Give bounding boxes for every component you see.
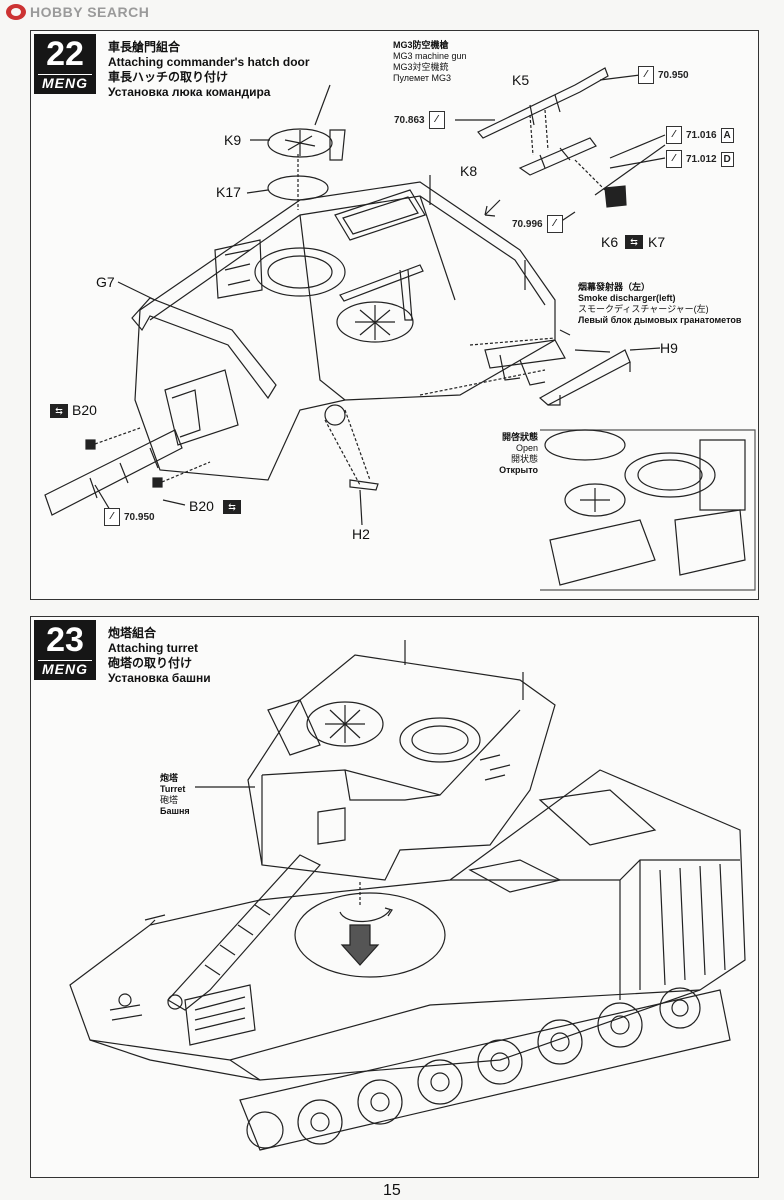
open-state-label: 開啓狀態 Open 開状態 Открыто (482, 432, 538, 476)
mg3-part-outline (477, 67, 609, 139)
turret-label-en: Turret (160, 784, 186, 794)
k9-hatch (267, 128, 333, 158)
paint-callout: ⁄ 70.950 (104, 508, 155, 526)
smoke-label-zh: 烟幕發射器（左） (578, 282, 651, 292)
step-22-title-en: Attaching commander's hatch door (108, 55, 310, 69)
hull-outline (69, 769, 746, 1081)
paint-code: 71.012 (686, 153, 717, 165)
paint-letter: D (720, 151, 734, 167)
turret-outline (134, 181, 556, 481)
step-22-title-ja: 車長ハッチの取り付け (108, 70, 229, 84)
turret-label-ja: 砲塔 (160, 795, 179, 805)
h2-handle (349, 479, 379, 491)
open-label-zh: 開啓狀態 (501, 432, 538, 442)
part-k5: K5 (512, 72, 530, 88)
step-22-title-ru: Установка люка командира (108, 85, 271, 99)
paint-callout: 70.996 ⁄ (512, 215, 563, 233)
step-22-title-zh: 車長艙門組合 (108, 40, 181, 54)
open-label-ru: Открыто (499, 465, 538, 475)
paint-code: 70.863 (394, 114, 425, 126)
part-k17: K17 (216, 184, 241, 200)
paint-callout: 70.863 ⁄ (394, 111, 445, 129)
gun-barrel (44, 429, 183, 516)
step-23-panel (30, 616, 759, 1178)
paint-callout: ⁄ 71.012 D (666, 150, 734, 168)
glue-icon: ⇆ (625, 235, 643, 249)
paint-code: 70.996 (512, 218, 543, 230)
glue-icon: ⇆ (223, 500, 241, 514)
smoke-discharger-label: 烟幕發射器（左） Smoke discharger(left) スモークディスチ… (578, 282, 741, 326)
paint-code: 70.950 (124, 511, 155, 523)
mg3-label-ja: MG3対空機銃 (393, 62, 449, 72)
part-k8: K8 (460, 163, 478, 179)
brush-icon: ⁄ (546, 215, 563, 233)
smoke-label-en: Smoke discharger(left) (578, 293, 676, 303)
brush-icon: ⁄ (428, 111, 445, 129)
step-23-title-zh: 炮塔組合 (108, 626, 157, 640)
brush-icon: ⁄ (104, 508, 120, 526)
step-23-title: 炮塔組合 Attaching turret 砲塔の取り付け Установка … (108, 626, 211, 686)
hobby-search-logo-icon (6, 4, 26, 20)
step-22-panel (30, 30, 759, 600)
watermark: HOBBY SEARCH (6, 4, 149, 20)
part-h2: H2 (352, 526, 370, 542)
gun-barrel-23 (167, 854, 321, 1011)
step-22-title: 車長艙門組合 Attaching commander's hatch door … (108, 40, 310, 100)
brush-icon: ⁄ (638, 66, 654, 84)
smoke-discharger-outline (484, 339, 566, 369)
paint-callout: ⁄ 71.016 A (666, 126, 734, 144)
paint-callout: ⁄ 70.950 (638, 66, 689, 84)
part-k7: K7 (648, 234, 666, 250)
part-b20: B20 (72, 402, 97, 418)
page-number: 15 (383, 1182, 401, 1199)
step-23-title-ru: Установка башни (108, 671, 211, 685)
step-22-badge: 22 MENG (34, 34, 96, 94)
part-g7: G7 (96, 274, 115, 290)
paint-code: 71.016 (686, 129, 717, 141)
meng-logo: MENG (38, 74, 92, 91)
turret-label: 炮塔 Turret 砲塔 Башня (160, 773, 190, 817)
part-k6: K6 (601, 234, 619, 250)
g7-part-outline (131, 297, 277, 400)
turret-label-ru: Башня (160, 806, 190, 816)
open-label-ja: 開状態 (510, 454, 538, 464)
brush-icon: ⁄ (666, 126, 682, 144)
smoke-label-ja: スモークディスチャージャー(左) (578, 304, 709, 314)
mg3-label-ru: Пулемет MG3 (393, 73, 452, 83)
step-23-title-ja: 砲塔の取り付け (108, 656, 193, 670)
meng-logo: MENG (38, 660, 92, 677)
paint-code: 70.950 (658, 69, 689, 81)
paint-letter: A (720, 127, 734, 143)
turret-body (247, 654, 556, 881)
glue-icon: ⇆ (50, 404, 68, 418)
step-23-badge: 23 MENG (34, 620, 96, 680)
mg3-label-zh: MG3防空機槍 (393, 40, 449, 50)
smoke-label-ru: Левый блок дымовых гранатометов (578, 315, 742, 325)
mg3-label-en: MG3 machine gun (393, 51, 467, 61)
mg3-label: MG3防空機槍 MG3 machine gun MG3対空機銃 Пулемет … (393, 40, 467, 84)
open-label-en: Open (515, 443, 538, 453)
step-23-number: 23 (46, 621, 84, 659)
turret-label-zh: 炮塔 (160, 773, 179, 783)
part-b20-lower: B20 (189, 498, 214, 514)
part-h9: H9 (660, 340, 678, 356)
watermark-text: HOBBY SEARCH (30, 4, 150, 20)
part-k9: K9 (224, 132, 242, 148)
brush-icon: ⁄ (666, 150, 682, 168)
step-23-title-en: Attaching turret (108, 641, 198, 655)
step-22-number: 22 (46, 35, 84, 73)
